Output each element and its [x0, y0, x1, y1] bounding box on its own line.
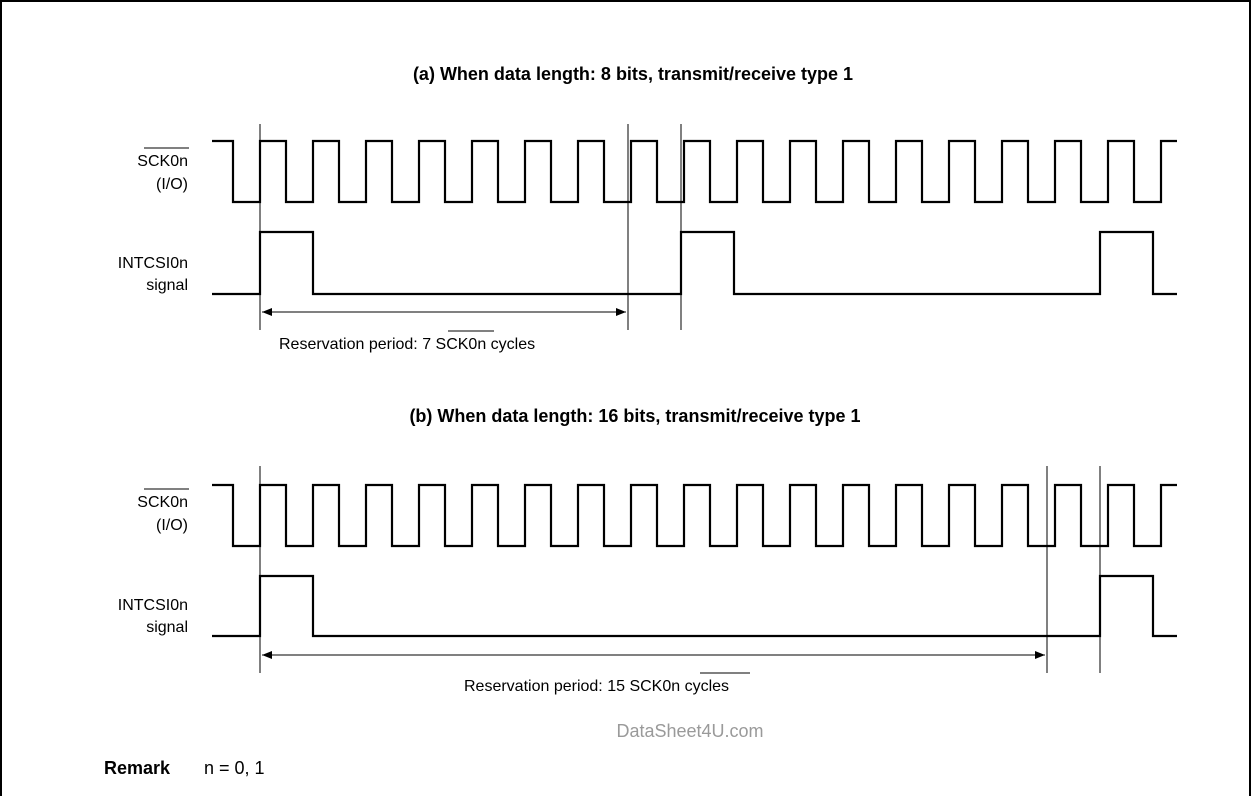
panel-a: (a) When data length: 8 bits, transmit/r… — [118, 64, 1177, 353]
panel-a-signal-label: INTCSI0n — [118, 255, 188, 272]
panel-b-clock-waveform — [212, 483, 1177, 548]
remark-label: Remark — [104, 758, 171, 778]
panel-a-signal-sublabel: signal — [146, 277, 188, 294]
panel-a-reservation-text: Reservation period: 7 SCK0n cycles — [279, 336, 535, 353]
panel-b-clock-label: SCK0n — [137, 494, 188, 511]
panel-b: (b) When data length: 16 bits, transmit/… — [118, 406, 1177, 695]
remark-text: n = 0, 1 — [204, 758, 265, 778]
panel-b-clock-sublabel: (I/O) — [156, 517, 188, 534]
panel-b-reservation-arrow — [262, 651, 1045, 659]
panel-a-intcsi-waveform — [212, 230, 1177, 296]
panel-b-title: (b) When data length: 16 bits, transmit/… — [409, 406, 860, 426]
panel-a-clock-sublabel: (I/O) — [156, 176, 188, 193]
panel-b-intcsi-waveform — [212, 574, 1177, 638]
panel-a-title: (a) When data length: 8 bits, transmit/r… — [413, 64, 853, 84]
panel-a-reservation-arrow — [262, 308, 626, 316]
panel-b-reservation-text: Reservation period: 15 SCK0n cycles — [464, 678, 729, 695]
watermark-text: DataSheet4U.com — [616, 721, 763, 741]
panel-b-signal-label: INTCSI0n — [118, 597, 188, 614]
panel-a-clock-waveform — [212, 139, 1177, 204]
panel-b-signal-sublabel: signal — [146, 619, 188, 636]
panel-a-clock-label: SCK0n — [137, 153, 188, 170]
